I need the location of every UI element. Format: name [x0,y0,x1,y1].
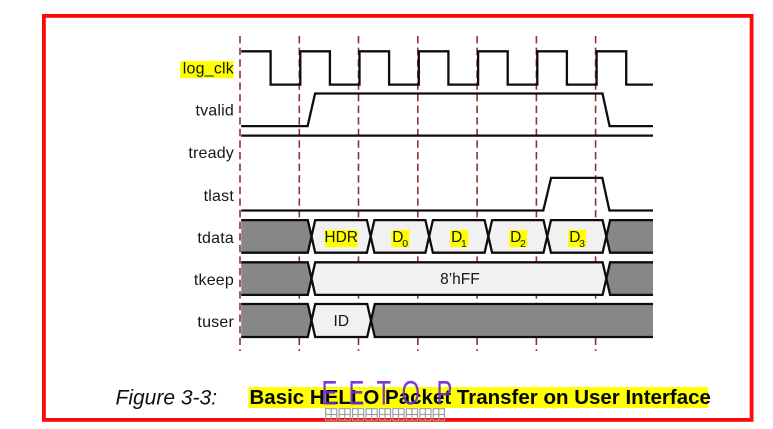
svg-text:D: D [392,229,403,246]
svg-text:ID: ID [334,313,350,330]
svg-text:P: P [437,374,453,412]
svg-text:D: D [569,229,580,246]
svg-text:HDR: HDR [324,229,358,246]
svg-text:2: 2 [520,238,526,250]
svg-text:T: T [377,374,392,412]
svg-text:tdata: tdata [197,230,234,247]
svg-text:Basic HELLO Packet Transfer on: Basic HELLO Packet Transfer on User Inte… [250,386,711,409]
svg-text:tkeep: tkeep [194,272,234,289]
svg-text:8’hFF: 8’hFF [440,271,480,288]
svg-text:D: D [451,229,462,246]
svg-text:tuser: tuser [197,314,234,331]
svg-text:tlast: tlast [204,188,235,205]
svg-text:tvalid: tvalid [195,103,234,120]
svg-text:log_clk: log_clk [183,60,235,77]
svg-text:O: O [402,374,421,412]
svg-text:0: 0 [402,238,408,250]
svg-text:Figure 3-3:: Figure 3-3: [116,386,218,409]
svg-text:1: 1 [461,238,467,250]
svg-text:D: D [510,229,521,246]
svg-text:E: E [322,374,338,412]
svg-text:E: E [349,374,365,412]
svg-text:3: 3 [579,238,585,250]
svg-text:tready: tready [188,145,234,162]
